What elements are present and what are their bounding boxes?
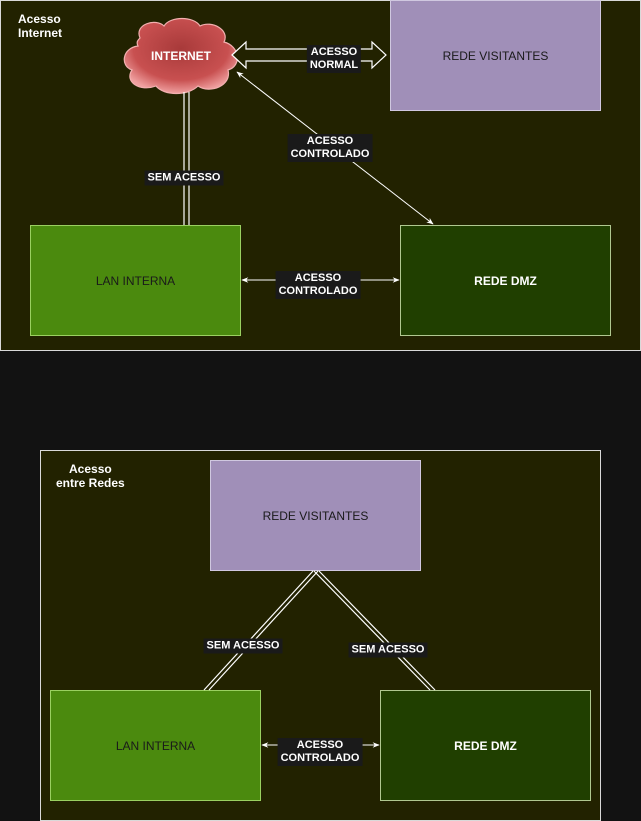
lan-interna-box-2[interactable]: LAN INTERNA (50, 690, 261, 801)
label-sem-acesso-internet: SEM ACESSO (144, 170, 224, 186)
label-acesso-controlado-2: ACESSO CONTROLADO (277, 738, 363, 766)
label-acesso-controlado-lan-dmz: ACESSO CONTROLADO (275, 271, 361, 299)
internet-label: INTERNET (151, 49, 211, 63)
sem-acesso-line-lan-a (203, 570, 314, 691)
internet-cloud-icon[interactable] (123, 17, 238, 95)
lan-interna-label: LAN INTERNA (95, 273, 176, 288)
label-sem-acesso-dmz: SEM ACESSO (348, 642, 428, 658)
rede-visitantes-box-2[interactable]: REDE VISITANTES (210, 460, 421, 571)
sem-acesso-line-lan-b (208, 570, 319, 691)
rede-dmz-label-2: REDE DMZ (454, 738, 517, 753)
label-acesso-controlado-internet: ACESSO CONTROLADO (287, 134, 373, 162)
rede-visitantes-label-2: REDE VISITANTES (262, 508, 369, 523)
rede-visitantes-label: REDE VISITANTES (442, 48, 549, 63)
rede-dmz-box-2[interactable]: REDE DMZ (380, 690, 591, 801)
lan-interna-box[interactable]: LAN INTERNA (30, 225, 241, 336)
rede-dmz-label: REDE DMZ (474, 273, 537, 288)
sem-acesso-line-dmz-a (313, 570, 431, 691)
lan-interna-label-2: LAN INTERNA (115, 738, 196, 753)
label-acesso-normal: ACESSO NORMAL (306, 45, 362, 73)
label-sem-acesso-lan: SEM ACESSO (203, 638, 283, 654)
sem-acesso-line-dmz-b (318, 570, 436, 691)
panel-acesso-entre-redes-title: Acesso entre Redes (56, 462, 125, 490)
rede-dmz-box[interactable]: REDE DMZ (400, 225, 611, 336)
panel-acesso-internet-title: Acesso Internet (18, 12, 63, 40)
